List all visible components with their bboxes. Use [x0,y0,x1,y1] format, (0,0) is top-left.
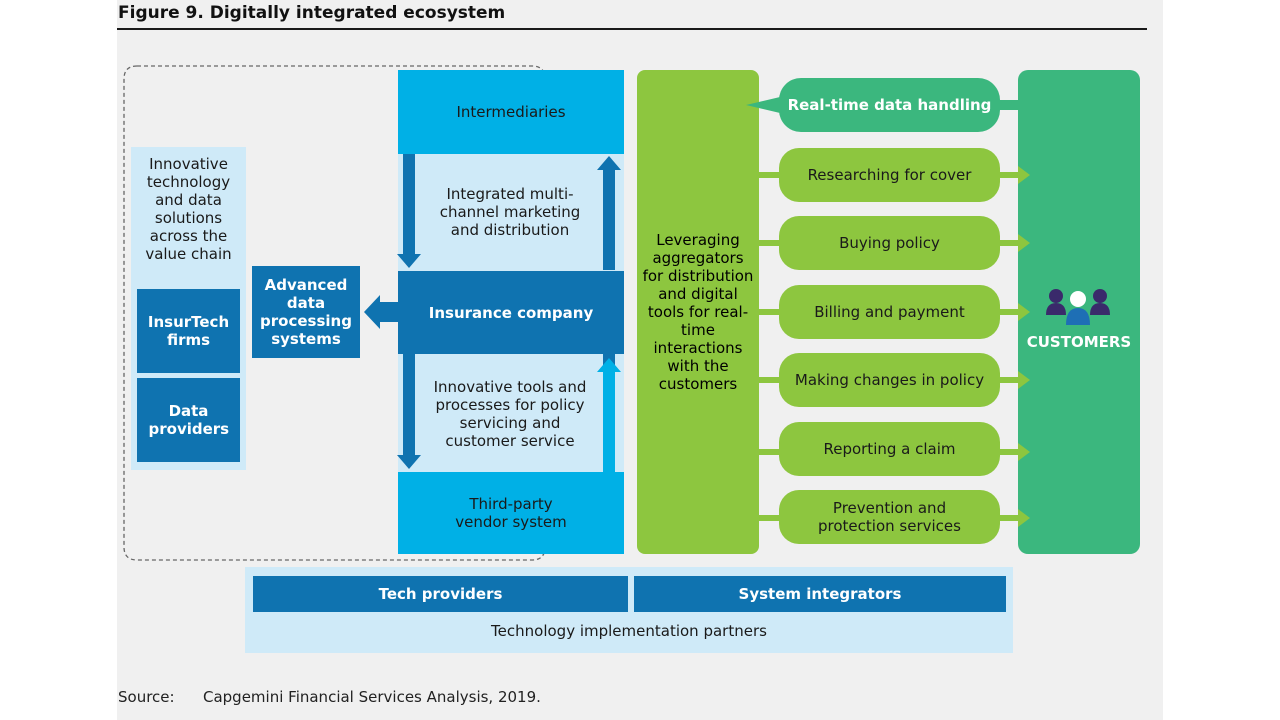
arrow-down-lower [397,354,421,469]
customers-icon [1046,289,1110,325]
service-pill: Buying policy [779,216,1000,270]
advanced-data-label: Advanced data processing systems [260,276,352,348]
third-party-box: Third-party vendor system [398,472,624,554]
arrow-left-advanced [364,295,398,329]
service-pill: Researching for cover [779,148,1000,202]
aggregators-box: Leveraging aggregators for distribution … [637,70,759,554]
source-text: Capgemini Financial Services Analysis, 2… [203,688,541,706]
realtime-label: Real-time data handling [787,96,992,114]
service-label: Billing and payment [814,303,965,321]
innovation-label: Innovative technology and data solutions… [145,155,232,263]
arrow-up-lower-cyan [597,358,621,472]
integrated-channel-box: Integrated multi-channel marketing and d… [420,172,600,252]
data-providers-label: Data providers [148,402,230,438]
figure-title: Figure 9. Digitally integrated ecosystem [118,3,506,23]
arrow-up-upper [597,156,621,270]
service-label: Buying policy [839,234,940,252]
insurtech-label: InsurTech firms [147,313,230,349]
advanced-data-box: Advanced data processing systems [252,266,360,358]
insurance-company-label: Insurance company [428,303,594,322]
service-pill: Billing and payment [779,285,1000,339]
service-pill: Making changes in policy [779,353,1000,407]
tech-providers-box: Tech providers [253,576,628,612]
system-integrators-label: System integrators [738,585,902,603]
service-pill: Prevention and protection services [779,490,1000,544]
arrow-down-upper [397,154,421,268]
realtime-pill: Real-time data handling [779,78,1000,132]
insurtech-firms-box: InsurTech firms [137,289,240,373]
intermediaries-label: Intermediaries [456,103,566,121]
aggregators-label: Leveraging aggregators for distribution … [642,231,754,393]
source-label: Source: [118,688,175,706]
insurance-company-box: Insurance company [398,271,624,354]
title-rule [117,28,1147,30]
service-label: Prevention and protection services [818,499,961,535]
service-label: Reporting a claim [823,440,956,458]
source-line: Source: Capgemini Financial Services Anal… [118,688,541,706]
customers-label: CUSTOMERS [1026,333,1132,351]
third-party-label: Third-party vendor system [455,495,567,531]
tech-providers-label: Tech providers [378,585,503,603]
intermediaries-box: Intermediaries [398,70,624,154]
innovative-tools-label: Innovative tools and processes for polic… [433,378,587,450]
partners-label: Technology implementation partners [491,622,767,640]
service-label: Researching for cover [807,166,972,184]
service-label: Making changes in policy [794,371,985,389]
innovative-tools-box: Innovative tools and processes for polic… [420,374,600,454]
service-pill: Reporting a claim [779,422,1000,476]
data-providers-box: Data providers [137,378,240,462]
system-integrators-box: System integrators [634,576,1006,612]
integrated-channel-label: Integrated multi-channel marketing and d… [439,185,581,239]
